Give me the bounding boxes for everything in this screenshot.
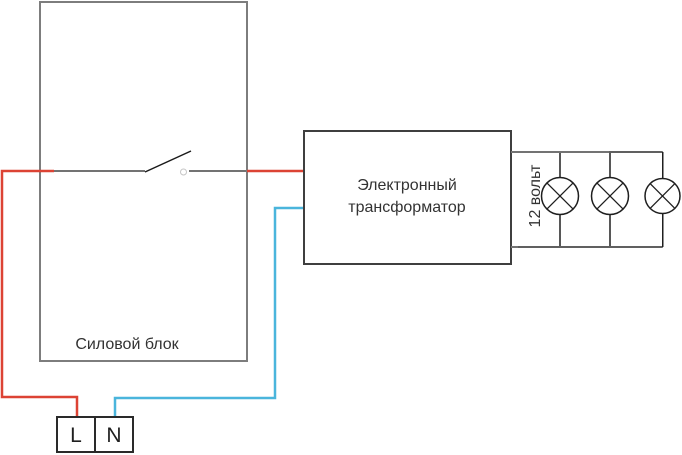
switch-contact-dot — [180, 168, 187, 176]
terminal-label-neutral: N — [106, 424, 121, 447]
switch-blade — [144, 150, 192, 173]
terminal-box-neutral — [94, 416, 134, 453]
lamp-icon — [644, 152, 681, 247]
lamp-icon — [540, 153, 580, 246]
terminal-box-live — [56, 416, 96, 453]
voltage-label: 12 вольт — [527, 164, 544, 228]
power-block-label: Силовой блок — [75, 336, 179, 353]
lamp-cross-line — [649, 183, 676, 209]
live-wire-path — [0, 169, 79, 416]
lamp-cross-line — [596, 182, 624, 210]
transformer-label-line1: Электронный — [357, 177, 457, 194]
power-block-outline — [39, 1, 248, 362]
neutral-wire-path — [113, 206, 303, 416]
terminal-label-live: L — [70, 424, 82, 447]
lamp-icon — [590, 153, 630, 246]
transformer-label-line2: трансформатор — [348, 199, 466, 216]
transformer-outline — [303, 130, 512, 265]
lamp-cross-line — [546, 182, 574, 210]
